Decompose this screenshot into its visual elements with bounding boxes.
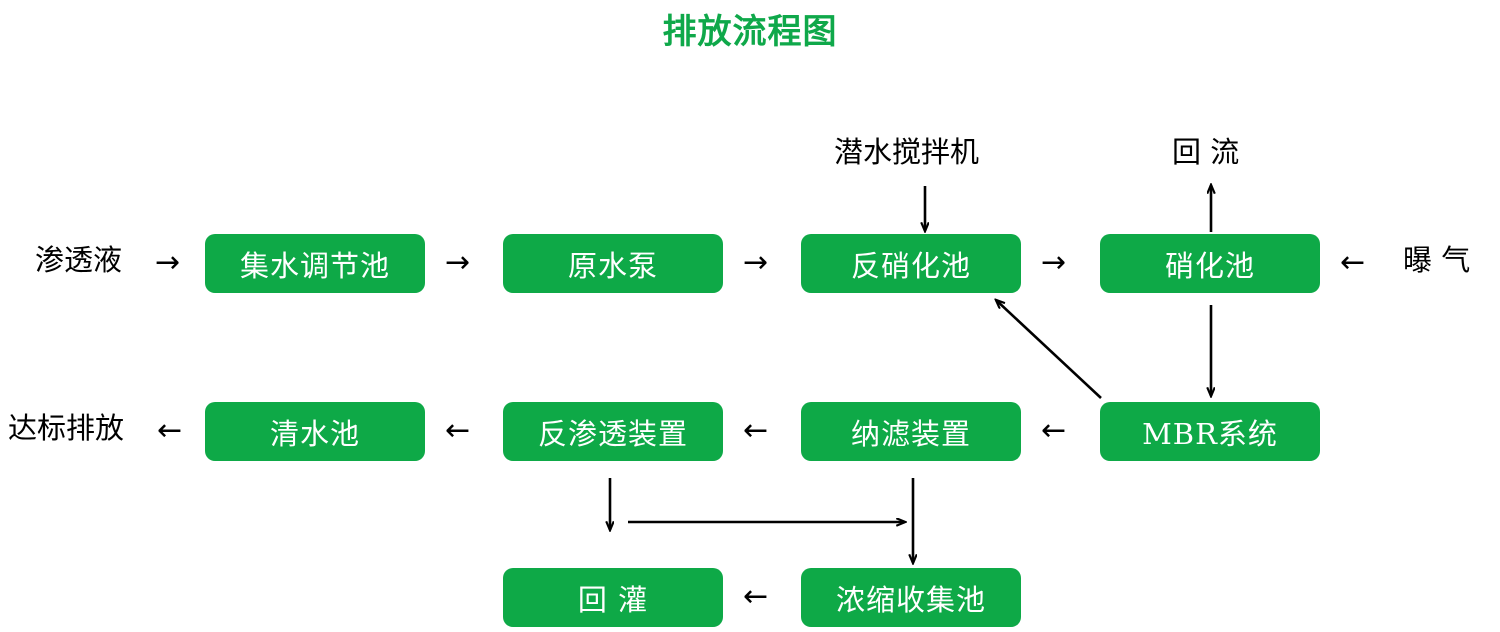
node-nitrification-tank[interactable]: 硝化池 <box>1100 234 1320 293</box>
arrow-clean-water-to-discharge: ← <box>157 413 183 448</box>
node-collection-tank[interactable]: 集水调节池 <box>205 234 425 293</box>
node-clean-water-tank[interactable]: 清水池 <box>205 402 425 461</box>
label-aeration: 曝 气 <box>1403 243 1471 277</box>
node-raw-water-pump[interactable]: 原水泵 <box>503 234 723 293</box>
node-nanofiltration[interactable]: 纳滤装置 <box>801 402 1021 461</box>
node-denitrification-tank[interactable]: 反硝化池 <box>801 234 1021 293</box>
arrow-nanofiltration-to-ro: ← <box>743 413 769 448</box>
arrow-influent-to-collection-tank: → <box>155 245 181 280</box>
node-reverse-osmosis[interactable]: 反渗透装置 <box>503 402 723 461</box>
label-reflux: 回 流 <box>1172 135 1240 169</box>
arrow-ro-to-clean-water: ← <box>445 413 471 448</box>
arrow-aeration-to-nitrification: ← <box>1340 245 1366 280</box>
node-concentrate-tank[interactable]: 浓缩收集池 <box>801 568 1021 627</box>
arrow-denitrification-to-nitrification: → <box>1041 245 1067 280</box>
node-mbr-system[interactable]: MBR系统 <box>1100 402 1320 461</box>
arrow-collection-tank-to-raw-water-pump: → <box>445 245 471 280</box>
arrow-mbr-to-denitrification <box>996 300 1102 399</box>
node-backfill[interactable]: 回 灌 <box>503 568 723 627</box>
page-title: 排放流程图 <box>662 12 838 52</box>
arrow-mbr-to-nanofiltration: ← <box>1041 413 1067 448</box>
label-influent: 渗透液 <box>35 243 123 277</box>
arrow-raw-water-pump-to-denitrification: → <box>743 245 769 280</box>
label-submersible-mixer: 潜水搅拌机 <box>834 135 980 169</box>
arrow-concentrate-to-backfill: ← <box>743 579 769 614</box>
label-compliant-discharge: 达标排放 <box>8 411 125 445</box>
